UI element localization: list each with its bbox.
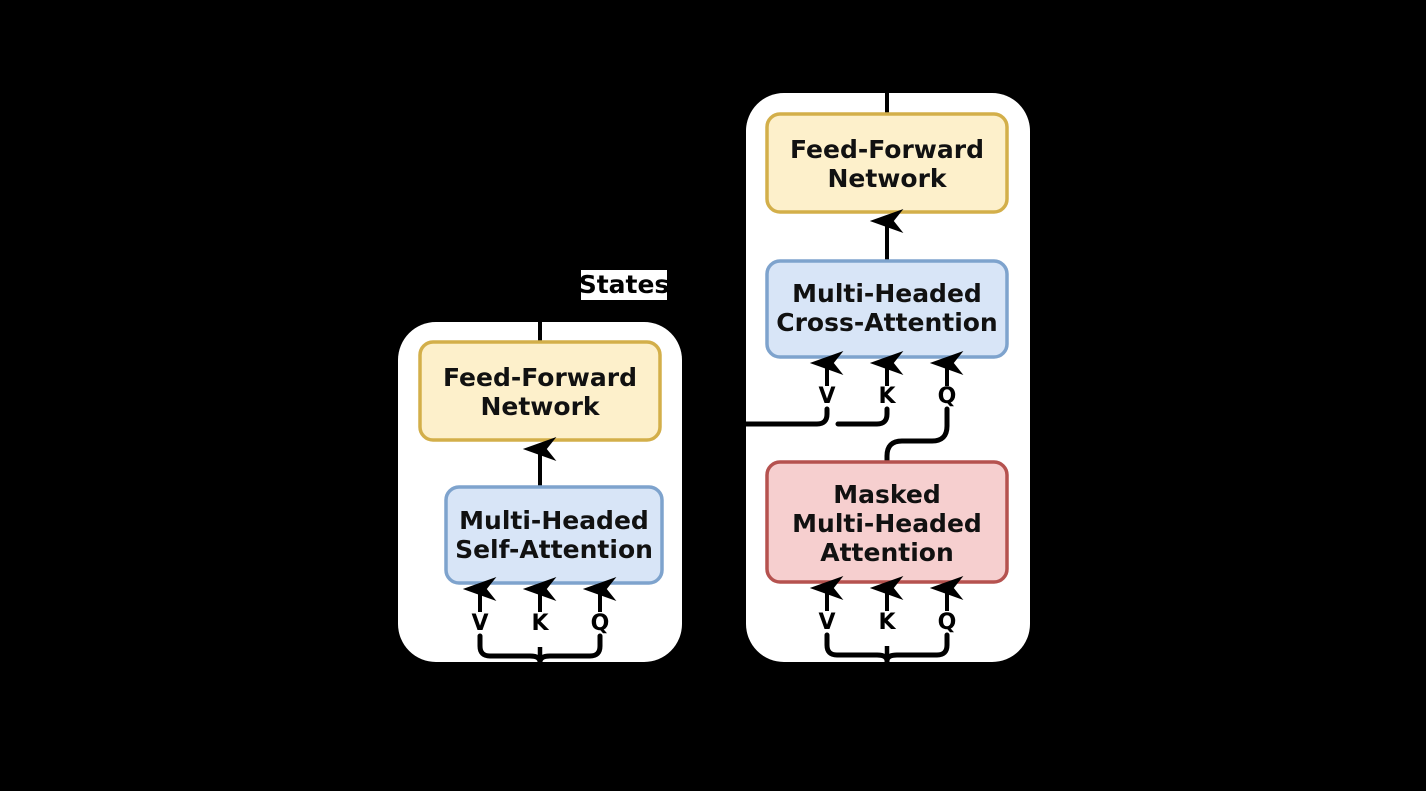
decoder-masked-v-label: V [818,610,835,635]
decoder-cross-v-label: V [818,384,835,409]
encoder-stack: Feed-Forward Network Multi-Headed Self-A… [398,320,682,665]
encoder-q-label: Q [591,611,610,636]
decoder-cross-q-label: Q [938,384,957,409]
decoder-masked-q-label: Q [938,610,957,635]
masked-output-to-cross-query-path [884,406,950,465]
states-label: States [579,270,670,299]
decoder-masked-attention-label-line1: Masked [833,480,940,509]
decoder-stack: Feed-Forward Network Multi-Headed Cross-… [743,91,1030,664]
encoder-self-attention-label-line1: Multi-Headed [459,506,649,535]
encoder-ffn-label-line1: Feed-Forward [443,363,637,392]
encoder-states-bus-to-v [743,406,830,427]
encoder-v-label: V [471,611,488,636]
states-annotation: States [579,270,670,300]
encoder-ffn-label-line2: Network [480,392,600,421]
encoder-states-bus-to-k [835,406,890,427]
decoder-cross-k-label: K [878,384,896,409]
decoder-masked-k-label: K [878,610,896,635]
decoder-masked-attention-label-line2: Multi-Headed [792,509,982,538]
encoder-self-attention-label-line2: Self-Attention [455,535,653,564]
decoder-ffn-label-line1: Feed-Forward [790,135,984,164]
decoder-cross-attention-label-line1: Multi-Headed [792,279,982,308]
decoder-ffn-label-line2: Network [827,164,947,193]
decoder-masked-attention-label-line3: Attention [820,538,954,567]
states-label-background [581,270,667,300]
decoder-cross-attention-label-line2: Cross-Attention [776,308,997,337]
encoder-k-label: K [531,611,549,636]
